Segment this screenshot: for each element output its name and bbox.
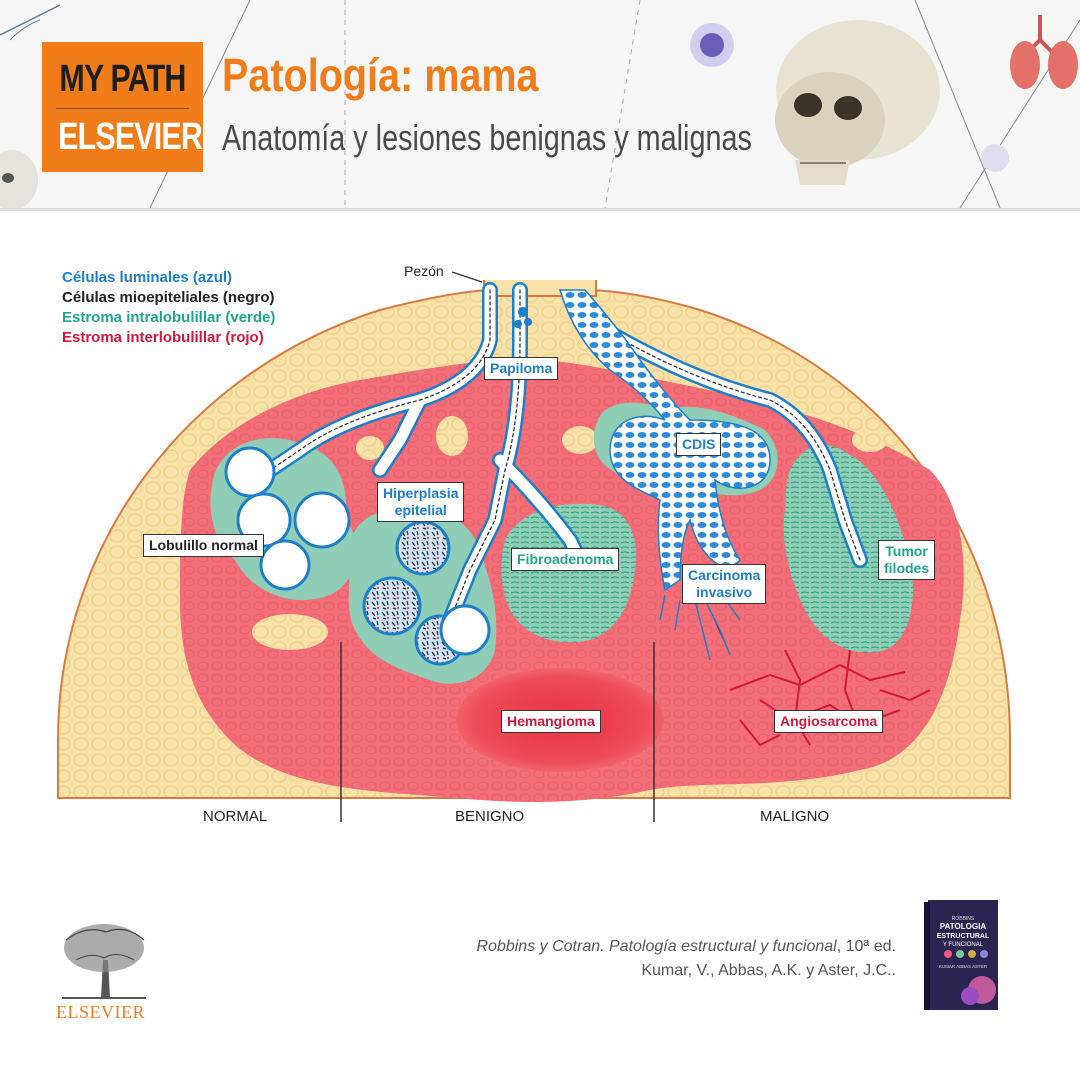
page-subtitle: Anatomía y lesiones benignas y malignas [222, 117, 752, 158]
label-tumor-line2: filodes [884, 560, 930, 576]
book-title-2: PATOLOGIA [940, 922, 986, 931]
nipple-label: Pezón [404, 263, 444, 279]
citation-authors: Kumar, V., Abbas, A.K. y Aster, J.C.. [641, 962, 896, 979]
legend-interlobular: Estroma interlobulillar (rojo) [62, 329, 264, 346]
book-title-4: Y FUNCIONAL [943, 942, 984, 948]
header-decoration [0, 0, 1080, 208]
tree-logo-icon [56, 920, 152, 1000]
label-hiperplasia-line1: Hiperplasia [383, 485, 459, 501]
invasive-spread [659, 579, 741, 661]
label-cdis: CDIS [676, 433, 722, 456]
label-carcinoma: Carcinoma invasivo [682, 564, 767, 604]
ducts [262, 282, 868, 628]
book-authors: KUMAR ABBAS ASTER [939, 964, 988, 969]
legend-myoepithelial: Células mioepiteliales (negro) [62, 289, 275, 306]
label-tumor-filodes: Tumor filodes [878, 540, 936, 580]
mypath-logo: MY PATH ELSEVIER [42, 42, 203, 172]
citation-title: Robbins y Cotran. Patología estructural … [476, 938, 837, 955]
normal-lobule [224, 446, 351, 591]
breast-diagram [57, 271, 1011, 822]
elsevier-footer-logo: ELSEVIER [56, 920, 156, 1022]
footer-brand: ELSEVIER [56, 1002, 145, 1022]
hyperplasia-acini [362, 520, 491, 666]
label-lobulillo-normal: Lobulillo normal [143, 534, 264, 557]
label-carcinoma-line1: Carcinoma [688, 567, 761, 583]
label-papiloma: Papiloma [484, 357, 559, 380]
legend-intralobular: Estroma intralobulillar (verde) [62, 309, 276, 326]
logo-line2: ELSEVIER [58, 116, 203, 158]
citation-edition: , 10ª ed. [836, 938, 896, 955]
book-cover-image: ROBBINS PATOLOGIA ESTRUCTURAL Y FUNCIONA… [924, 900, 998, 1010]
legend-luminal: Células luminales (azul) [62, 269, 233, 286]
label-hemangioma: Hemangioma [501, 710, 601, 733]
fibroadenoma-stroma [501, 503, 637, 643]
label-hiperplasia-line2: epitelial [394, 502, 447, 518]
logo-line1: MY PATH [59, 58, 186, 100]
label-hiperplasia: Hiperplasia epitelial [377, 482, 465, 522]
label-angiosarcoma: Angiosarcoma [774, 710, 884, 733]
book-title-1: ROBBINS [952, 916, 975, 922]
section-benigno: BENIGNO [455, 808, 525, 825]
carcinoma-mass [558, 289, 771, 592]
citation: Robbins y Cotran. Patología estructural … [477, 935, 897, 983]
header-banner: MY PATH ELSEVIER Patología: mama Anatomí… [0, 0, 1080, 211]
legend: Células luminales (azul) Células mioepit… [62, 268, 275, 348]
papilloma-lesion [514, 307, 532, 328]
section-maligno: MALIGNO [760, 808, 830, 825]
label-carcinoma-line2: invasivo [696, 584, 753, 600]
label-tumor-line1: Tumor [885, 543, 928, 559]
section-normal: NORMAL [203, 808, 268, 825]
book-title-3: ESTRUCTURAL [937, 933, 990, 940]
page-title: Patología: mama [222, 49, 539, 101]
label-fibroadenoma: Fibroadenoma [511, 548, 620, 571]
